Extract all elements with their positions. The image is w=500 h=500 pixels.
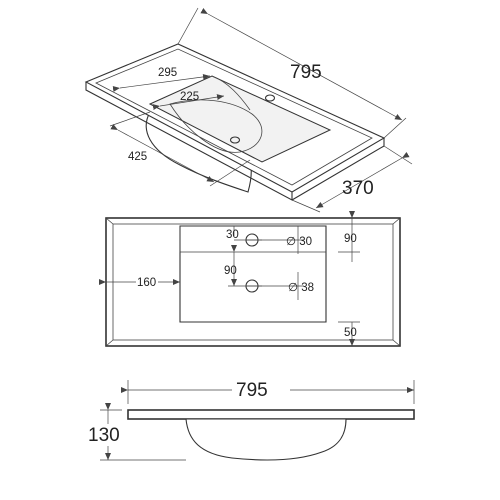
top-front-offset-label: 50 xyxy=(344,327,357,339)
iso-length-label: 795 xyxy=(290,62,322,83)
side-bowl xyxy=(185,418,347,461)
top-overflow-offset-label: 30 xyxy=(226,229,239,241)
iso-bowl-depth-label: 425 xyxy=(128,151,147,163)
side-height-label: 130 xyxy=(88,425,120,446)
top-basin-outline xyxy=(179,225,327,323)
top-overflow-diameter-label: ∅ 30 xyxy=(286,236,312,248)
iso-bowl-length-label: 295 xyxy=(158,67,177,79)
top-back-offset-label: 90 xyxy=(344,233,357,245)
iso-drain-hole xyxy=(229,136,241,144)
top-drain-offset-label: 90 xyxy=(224,265,237,277)
side-view: 795 130 xyxy=(88,378,415,461)
top-side-offset-label: 160 xyxy=(137,277,156,289)
top-drain-diameter-label: ∅ 38 xyxy=(288,282,314,294)
top-view: 30 ∅ 30 90 160 90 ∅ 38 50 xyxy=(99,211,401,347)
side-length-label: 795 xyxy=(236,380,268,401)
side-slab xyxy=(127,409,415,420)
iso-bowl-width-label: 225 xyxy=(180,91,199,103)
iso-width-label: 370 xyxy=(342,178,374,199)
iso-slab-rim xyxy=(95,48,373,186)
top-basin-back-shelf xyxy=(179,226,326,253)
isometric-view: 795 370 295 225 425 xyxy=(84,7,413,213)
